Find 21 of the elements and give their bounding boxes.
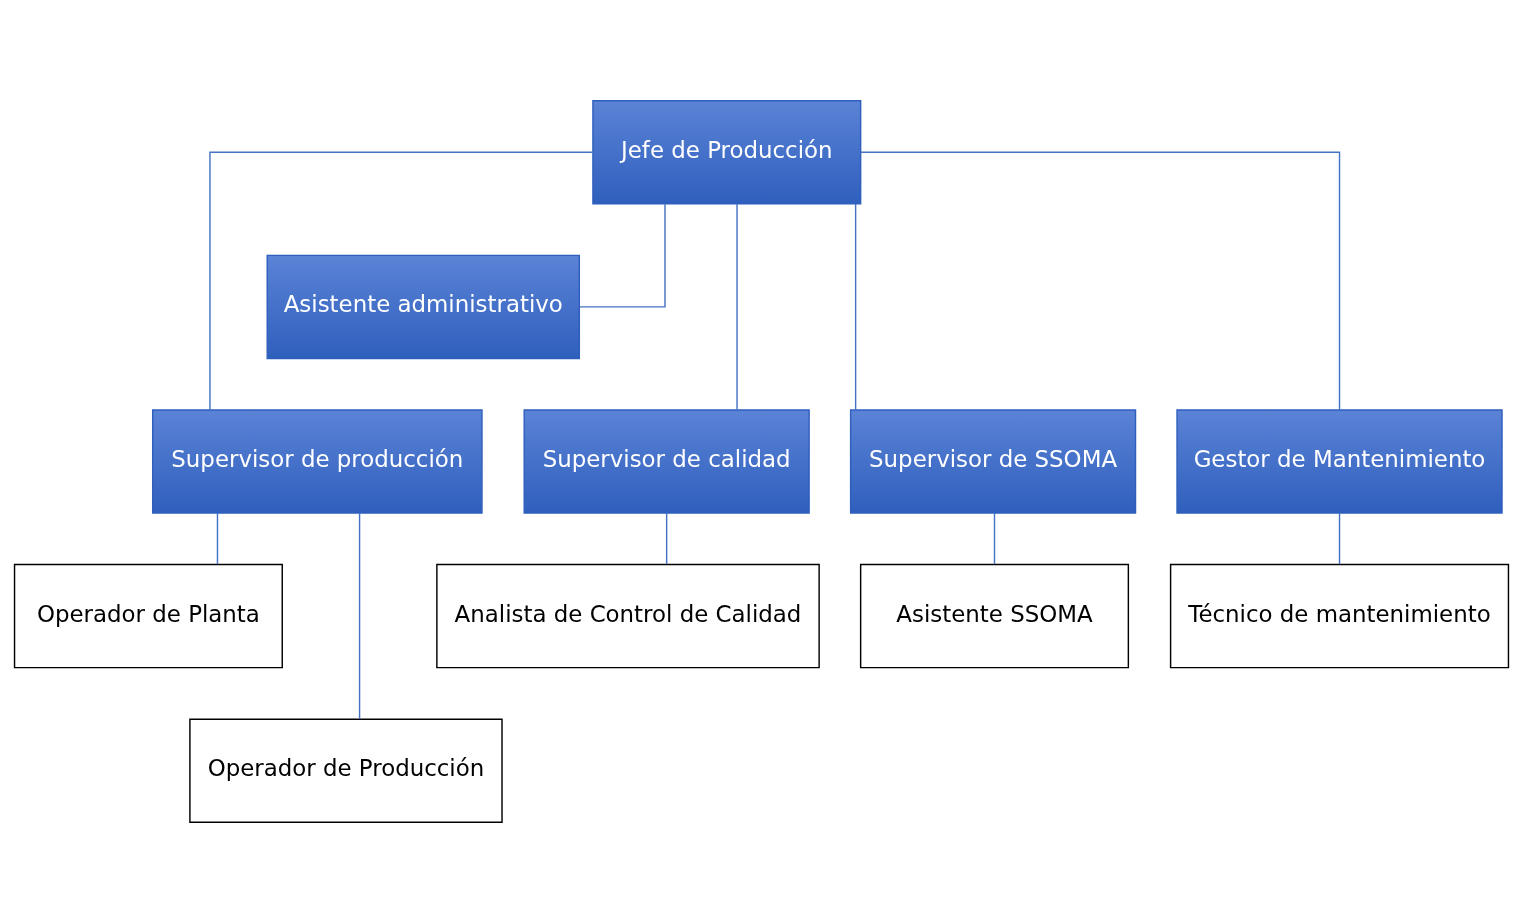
node-box: Asistente administrativo [266, 254, 581, 360]
connector [1338, 512, 1341, 565]
node-box: Asistente SSOMA [859, 563, 1130, 669]
connector [209, 151, 594, 411]
node-box: Técnico de mantenimiento [1169, 563, 1510, 669]
connector [736, 203, 738, 411]
node-box: Jefe de Producción [592, 100, 862, 205]
node-box: Analista de Control de Calidad [436, 563, 820, 669]
node-box: Operador de Producción [189, 718, 503, 823]
node-box: Supervisor de calidad [523, 409, 810, 514]
node-box: Gestor de Mantenimiento [1176, 409, 1503, 514]
connector [216, 512, 219, 565]
connector [993, 512, 996, 565]
connector [665, 512, 668, 565]
connector [358, 512, 361, 720]
node-box: Supervisor de producción [151, 409, 483, 514]
connector [854, 203, 857, 411]
node-box: Supervisor de SSOMA [849, 409, 1137, 514]
connector [579, 203, 666, 308]
node-box: Operador de Planta [13, 563, 283, 669]
connector [860, 151, 1341, 411]
